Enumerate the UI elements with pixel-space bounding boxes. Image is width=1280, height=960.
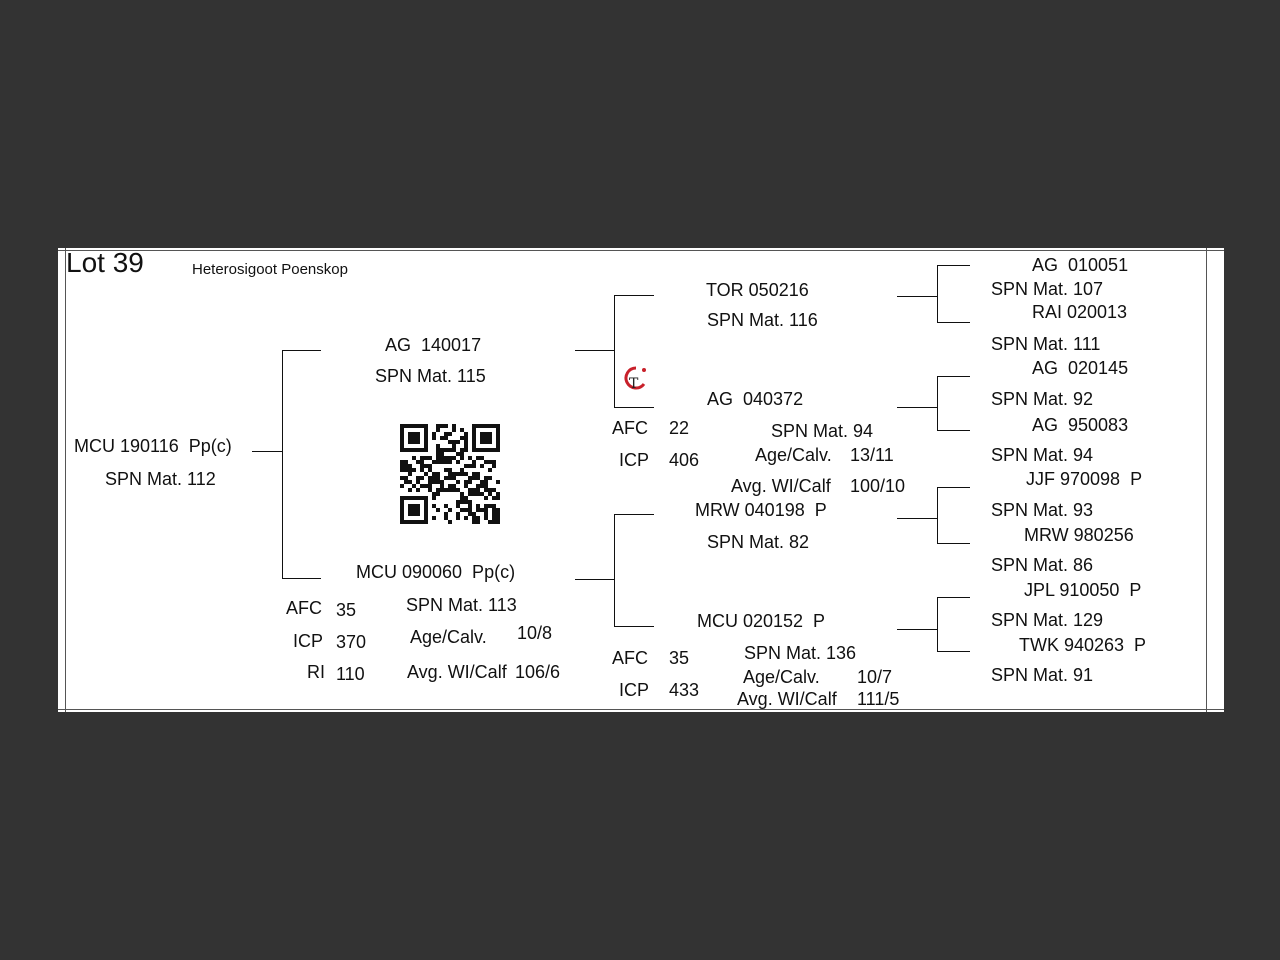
frame-border	[65, 248, 66, 712]
subject-spn: SPN Mat. 112	[105, 469, 216, 489]
dd-avg-value: 111/5	[857, 689, 900, 709]
dam-spn: SPN Mat. 113	[406, 595, 517, 615]
pedigree-line	[614, 514, 615, 626]
dam-id: MCU 090060 Pp(c)	[356, 562, 516, 582]
dd-afc-label: AFC	[612, 648, 648, 668]
ggp-2-id: RAI 020013	[1032, 302, 1128, 322]
pedigree-line	[897, 518, 937, 519]
dam-icp-value: 370	[336, 632, 367, 652]
dam-age-label: Age/Calv.	[410, 627, 487, 647]
dd-afc-value: 35	[669, 648, 690, 668]
pedigree-line	[937, 597, 970, 598]
ggp-1-spn: SPN Mat. 107	[991, 279, 1104, 299]
ggp-8-spn: SPN Mat. 91	[991, 665, 1094, 685]
sd-avg-value: 100/10	[850, 476, 906, 496]
dam-age-value: 10/8	[517, 623, 553, 643]
pedigree-line	[937, 376, 938, 430]
pedigree-line	[937, 651, 970, 652]
sd-avg-label: Avg. WI/Calf	[731, 476, 831, 496]
dam-avg-label: Avg. WI/Calf	[407, 662, 507, 682]
pedigree-line	[937, 265, 938, 322]
pedigree-line	[937, 322, 970, 323]
ggp-4-spn: SPN Mat. 94	[991, 445, 1094, 465]
pedigree-line	[614, 295, 654, 296]
sd-icp-label: ICP	[619, 450, 650, 470]
dam-afc-label: AFC	[286, 598, 322, 618]
ggp-3-id: AG 020145	[1032, 358, 1129, 378]
ggp-3-spn: SPN Mat. 92	[991, 389, 1094, 409]
pedigree-line	[937, 265, 970, 266]
pedigree-line	[282, 578, 321, 579]
sd-spn: SPN Mat. 94	[771, 421, 874, 441]
svg-text:T: T	[629, 376, 639, 392]
dd-spn: SPN Mat. 136	[744, 643, 857, 663]
gt-logo-icon: T	[620, 364, 652, 394]
frame-border	[58, 250, 1224, 251]
pedigree-line	[937, 430, 970, 431]
sd-afc-value: 22	[669, 418, 690, 438]
breed-label: Heterosigoot Poenskop	[192, 261, 348, 278]
pedigree-line	[614, 295, 615, 407]
ggp-5-spn: SPN Mat. 93	[991, 500, 1094, 520]
ggp-6-spn: SPN Mat. 86	[991, 555, 1094, 575]
qr-code-icon	[400, 424, 500, 524]
ggp-5-id: JJF 970098 P	[1026, 469, 1143, 489]
sd-icp-value: 406	[669, 450, 700, 470]
dam-ri-label: RI	[307, 662, 325, 682]
pedigree-line	[937, 487, 970, 488]
ggp-7-id: JPL 910050 P	[1024, 580, 1142, 600]
dd-age-value: 10/7	[857, 667, 893, 687]
pedigree-line	[614, 626, 654, 627]
dam-afc-value: 35	[336, 600, 357, 620]
pedigree-line	[897, 296, 937, 297]
dd-avg-label: Avg. WI/Calf	[737, 689, 837, 709]
pedigree-card: Lot 39 Heterosigoot Poenskop MCU 190116 …	[58, 248, 1224, 712]
pedigree-line	[282, 350, 283, 578]
sd-id: AG 040372	[707, 389, 804, 409]
ss-spn: SPN Mat. 116	[707, 310, 818, 330]
ss-id: TOR 050216	[706, 280, 809, 300]
pedigree-line	[575, 579, 614, 580]
ggp-2-spn: SPN Mat. 111	[991, 334, 1101, 354]
pedigree-line	[937, 487, 938, 543]
ggp-7-spn: SPN Mat. 129	[991, 610, 1104, 630]
sd-age-label: Age/Calv.	[755, 445, 832, 465]
pedigree-line	[252, 451, 282, 452]
pedigree-line	[282, 350, 321, 351]
frame-border	[1206, 248, 1207, 712]
pedigree-line	[937, 597, 938, 651]
dd-id: MCU 020152 P	[697, 611, 826, 631]
pedigree-line	[614, 407, 654, 408]
ds-id: MRW 040198 P	[695, 500, 827, 520]
dd-age-label: Age/Calv.	[743, 667, 820, 687]
lot-label: Lot 39	[66, 247, 144, 278]
dam-avg-value: 106/6	[515, 662, 561, 682]
ds-spn: SPN Mat. 82	[707, 532, 810, 552]
ggp-8-id: TWK 940263 P	[1019, 635, 1147, 655]
dd-icp-value: 433	[669, 680, 700, 700]
subject-id: MCU 190116 Pp(c)	[74, 436, 232, 456]
ggp-4-id: AG 950083	[1032, 415, 1129, 435]
pedigree-line	[575, 350, 614, 351]
pedigree-line	[937, 543, 970, 544]
sd-age-value: 13/11	[850, 445, 894, 465]
frame-border	[58, 709, 1224, 710]
sire-id: AG 140017	[385, 335, 482, 355]
ggp-6-id: MRW 980256	[1024, 525, 1134, 545]
dam-ri-value: 110	[336, 664, 365, 684]
pedigree-line	[614, 514, 654, 515]
sd-afc-label: AFC	[612, 418, 648, 438]
sire-spn: SPN Mat. 115	[375, 366, 486, 386]
dd-icp-label: ICP	[619, 680, 650, 700]
pedigree-line	[897, 407, 937, 408]
pedigree-line	[937, 376, 970, 377]
dam-icp-label: ICP	[293, 631, 324, 651]
pedigree-line	[897, 629, 937, 630]
ggp-1-id: AG 010051	[1032, 255, 1129, 275]
